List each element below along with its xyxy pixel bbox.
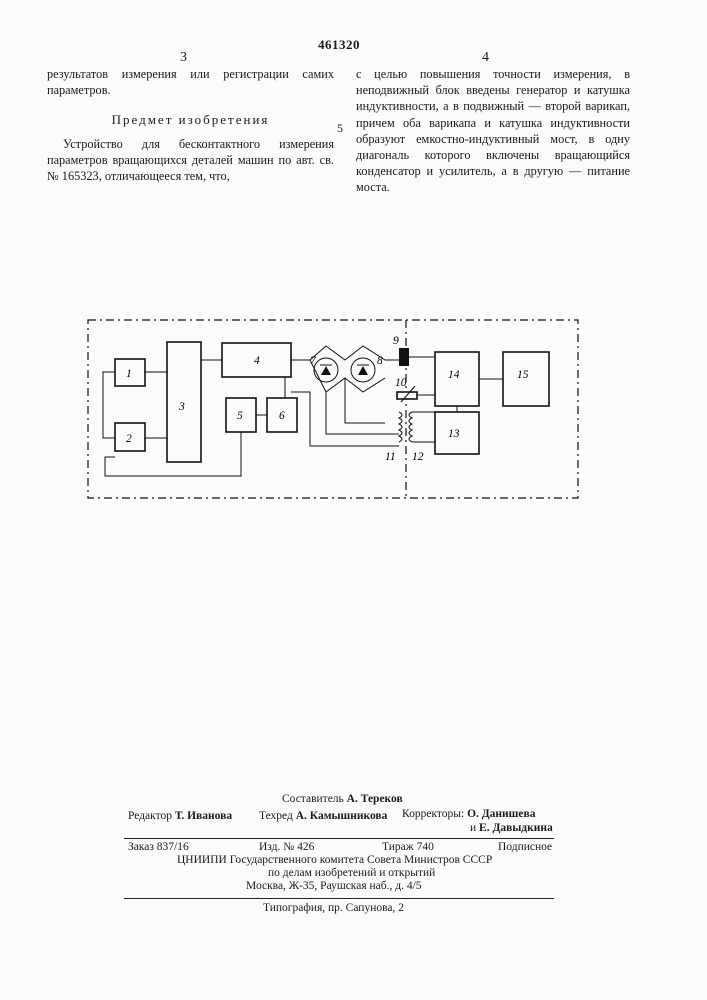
label-1: 1 <box>126 368 132 380</box>
label-6: 6 <box>279 410 285 422</box>
order-number: Заказ 837/16 <box>128 841 189 853</box>
organization-line-1: ЦНИИПИ Государственного комитета Совета … <box>177 854 492 866</box>
label-4: 4 <box>254 355 260 367</box>
bridge-left-wire <box>326 392 399 434</box>
bridge-mid-wire <box>345 378 385 423</box>
label-11: 11 <box>385 451 396 463</box>
label-13: 13 <box>448 428 460 440</box>
label-14: 14 <box>448 369 460 381</box>
label-12: 12 <box>412 451 424 463</box>
editor-line: Редактор Т. Иванова <box>128 810 232 822</box>
continuation-paragraph: результатов измерения или регистрации са… <box>47 66 334 98</box>
claims-heading: Предмет изобретения <box>47 112 334 128</box>
label-5: 5 <box>237 410 243 422</box>
subscription: Подписное <box>498 841 552 853</box>
line-number-marker: 5 <box>337 121 343 136</box>
edition-number: Изд. № 426 <box>259 841 314 853</box>
organization-line-2: по делам изобретений и открытий <box>268 867 435 879</box>
left-column-number: 3 <box>180 50 187 66</box>
left-text-column: результатов измерения или регистрации са… <box>47 66 334 184</box>
label-2: 2 <box>126 433 132 445</box>
circulation: Тираж 740 <box>382 841 434 853</box>
address: Москва, Ж-35, Раушская наб., д. 4/5 <box>246 880 422 892</box>
block-diagram: 1 2 3 4 5 6 7 8 9 10 11 12 14 <box>85 312 585 507</box>
label-15: 15 <box>517 369 529 381</box>
wire-1-2-feedback <box>103 372 115 438</box>
capacitor-9 <box>399 348 409 366</box>
right-column-number: 4 <box>482 50 489 66</box>
printer-line: Типография, пр. Сапунова, 2 <box>263 902 404 914</box>
label-9: 9 <box>393 335 399 347</box>
corrector2-line: и Е. Давыдкина <box>470 822 553 834</box>
patent-number: 461320 <box>318 37 360 53</box>
stationary-frame <box>88 320 578 498</box>
claim-continuation-paragraph: с целью повышения точности измерения, в … <box>356 66 630 196</box>
printer-divider <box>124 898 554 899</box>
coil-11 <box>399 412 402 442</box>
varicap-7-symbol <box>321 366 331 375</box>
label-3: 3 <box>178 401 185 413</box>
claim-paragraph: Устройство для бесконтактного измерения … <box>47 136 334 185</box>
label-10: 10 <box>395 377 407 389</box>
coil-12 <box>409 412 412 442</box>
correctors-line: Корректоры: О. Данишева <box>402 808 535 820</box>
varicap-8-symbol <box>358 366 368 375</box>
right-text-column: с целью повышения точности измерения, в … <box>356 66 630 196</box>
imprint-divider <box>124 838 554 839</box>
techred-line: Техред А. Камышникова <box>259 810 387 822</box>
compiler-line: Составитель А. Тереков <box>282 793 403 805</box>
